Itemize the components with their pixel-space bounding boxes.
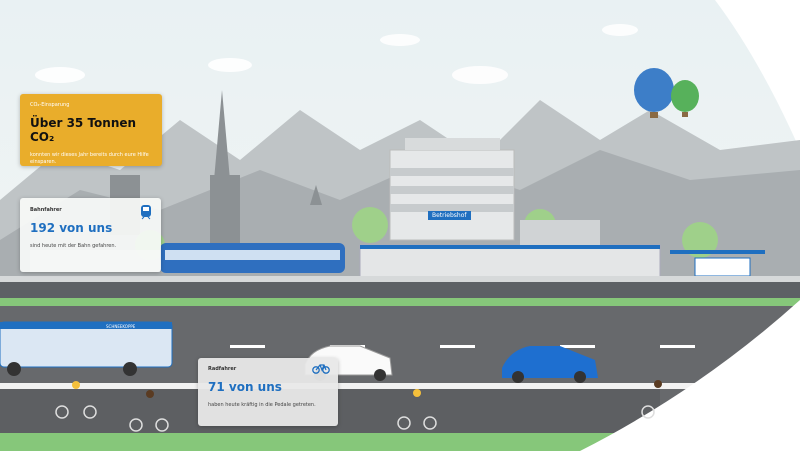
platform: [0, 276, 800, 282]
card-headline: 192 von uns: [30, 221, 113, 235]
cyclists: [55, 405, 655, 432]
cyclists-card[interactable]: Radfahrer 71 von uns haben heute kräftig…: [198, 358, 338, 426]
clouds: [35, 24, 638, 84]
train-icon: [141, 205, 151, 220]
card-text: konnten wir dieses Jahr bereits durch eu…: [30, 152, 149, 165]
grass-strip: [0, 298, 800, 306]
bike-lane-divider: [0, 383, 700, 389]
city-bus: [0, 321, 173, 376]
bicycle-icon: [312, 364, 330, 374]
rail-track: [0, 282, 800, 298]
balloons: [634, 68, 699, 118]
blue-car: [502, 346, 598, 383]
white-curve: [580, 300, 800, 451]
card-label: CO₂-Einsparung: [30, 102, 70, 108]
card-text: haben heute kräftig in die Pedale getret…: [208, 402, 316, 408]
depot-name-sign: Betriebshof: [428, 211, 471, 220]
train-riders-card[interactable]: Bahnfahrer 192 von uns sind heute mit de…: [20, 198, 161, 272]
cyclist-bodies: [72, 380, 662, 398]
card-headline: Über 35 Tonnen CO₂: [30, 116, 137, 144]
co2-savings-card[interactable]: CO₂-Einsparung Über 35 Tonnen CO₂ konnte…: [20, 94, 162, 166]
card-headline: 71 von uns: [208, 380, 282, 394]
card-label: Bahnfahrer: [30, 207, 62, 213]
bus-destination-sign: SCHNEEKOPPE: [106, 324, 136, 329]
bus-stop: [670, 250, 765, 277]
card-label: Radfahrer: [208, 366, 237, 372]
card-text: sind heute mit der Bahn gefahren.: [30, 243, 117, 249]
bottom-grass: [0, 433, 620, 451]
